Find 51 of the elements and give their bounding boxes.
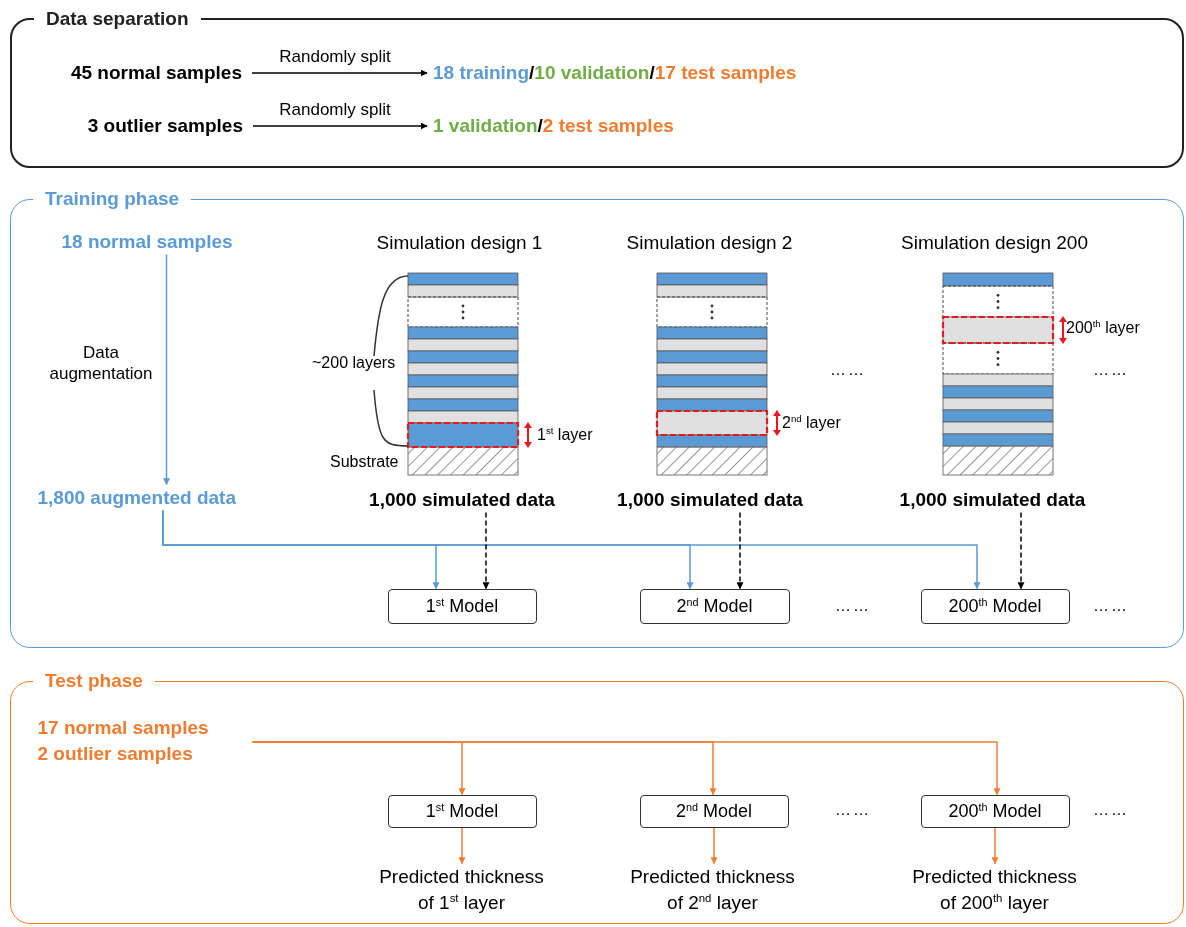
arrow xyxy=(710,826,718,865)
prediction-text: Predicted thickness of 1$^{st}$ layer xyxy=(371,863,552,918)
separator: / xyxy=(649,62,655,83)
layer-count-label: ~200 layers xyxy=(312,353,396,373)
sample-count: 45 normal samples xyxy=(28,60,242,86)
arrow xyxy=(163,253,170,486)
arrow xyxy=(251,741,1001,796)
arrow xyxy=(736,511,744,590)
prediction-text: Predicted thickness of 2$^{nd}$ layer xyxy=(622,863,803,918)
model-box: 1$^{st}$ Model xyxy=(387,588,537,624)
model-box: 200$^{th}$ Model xyxy=(920,794,1070,828)
arrow xyxy=(252,122,428,130)
substrate-label: Substrate xyxy=(330,452,399,472)
ellipsis: …… xyxy=(1093,596,1129,616)
arrow xyxy=(162,509,981,590)
model-box: 2$^{nd}$ Model xyxy=(639,588,790,624)
ellipsis: …… xyxy=(1093,360,1129,380)
split-result: 2 test samples xyxy=(542,115,674,136)
split-result: 10 validation xyxy=(534,62,650,83)
data-count: 1,000 simulated data xyxy=(349,486,575,513)
separator: / xyxy=(537,115,543,136)
split-result: 18 training xyxy=(433,62,530,83)
arrow xyxy=(1017,511,1025,590)
arrow xyxy=(251,69,428,77)
model-box: 2$^{nd}$ Model xyxy=(639,794,789,828)
ellipsis: …… xyxy=(835,596,871,616)
data-count: 1,000 simulated data xyxy=(597,486,823,513)
layer-label: 200$^{th}$ layer xyxy=(1066,318,1140,338)
model-box: 1$^{st}$ Model xyxy=(387,794,537,828)
arrow xyxy=(991,826,999,865)
design-heading: Simulation design 200 xyxy=(900,230,1089,255)
data-count: 1,800 augmented data xyxy=(37,484,278,511)
prediction-text: Predicted thickness of 200$^{th}$ layer xyxy=(904,863,1085,918)
design-heading: Simulation design 2 xyxy=(625,230,794,255)
sample-count: 17 normal samples xyxy=(37,715,210,740)
sample-count: 3 outlier samples xyxy=(28,113,243,139)
ellipsis: …… xyxy=(835,800,871,820)
layer-label: 1$^{st}$ layer xyxy=(537,425,593,445)
split-result: 1 validation xyxy=(433,115,538,136)
sample-count: 2 outlier samples xyxy=(37,741,194,766)
ellipsis: …… xyxy=(830,360,866,380)
sample-count: 18 normal samples xyxy=(61,228,272,255)
design-heading: Simulation design 1 xyxy=(375,230,544,255)
split-result: 17 test samples xyxy=(654,62,797,83)
ellipsis: …… xyxy=(1093,800,1129,820)
arrow xyxy=(458,826,466,865)
model-box: 200$^{th}$ Model xyxy=(920,588,1070,624)
separator: / xyxy=(529,62,535,83)
arrow xyxy=(482,511,490,590)
data-count: 1,000 simulated data xyxy=(879,486,1106,513)
layer-label: 2$^{nd}$ layer xyxy=(782,413,841,433)
